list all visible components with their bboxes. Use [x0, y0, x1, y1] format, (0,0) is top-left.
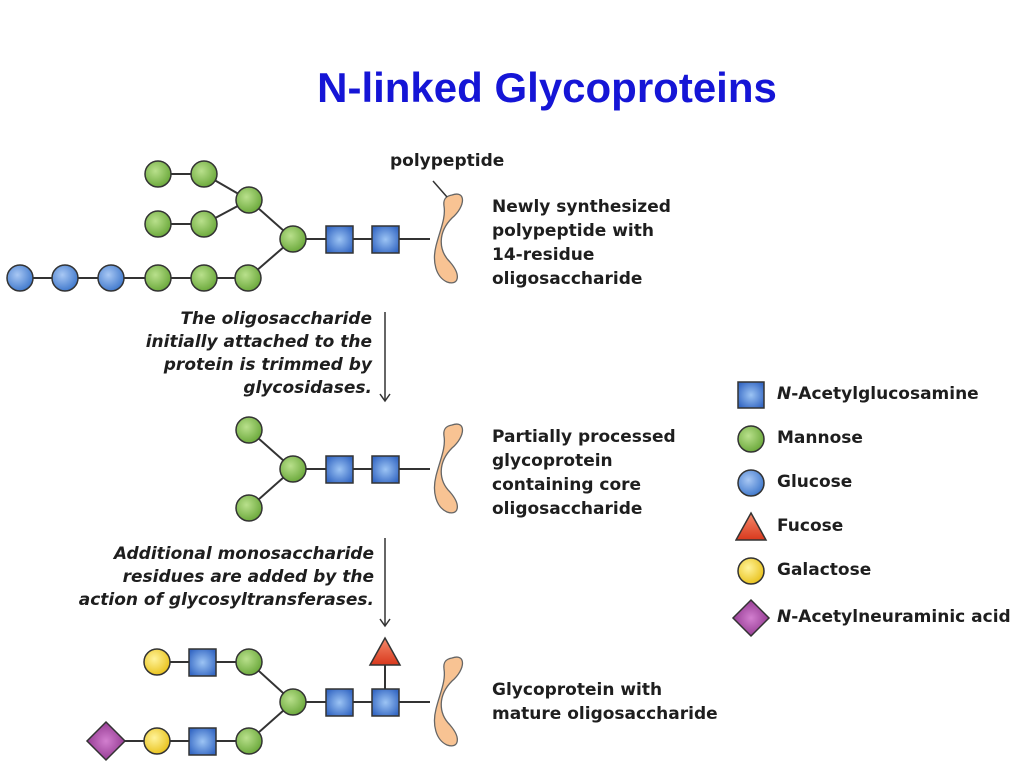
- glcnac-residue: [325, 225, 354, 254]
- legend-item-glcnac: N-Acetylglucosamine: [735, 378, 1024, 412]
- square-icon: [737, 381, 765, 409]
- glcnac-residue: [188, 648, 217, 677]
- glcnac-residue: [325, 455, 354, 484]
- polypeptide-shape: [433, 423, 464, 514]
- polypeptide-label: polypeptide: [390, 151, 505, 171]
- mannose-residue: [279, 225, 307, 253]
- add-note: Additional monosaccharide residues are a…: [78, 544, 374, 610]
- arrow-trim: [379, 312, 391, 403]
- mannose-residue: [234, 264, 262, 292]
- mannose-residue: [235, 416, 263, 444]
- triangle-icon: [735, 511, 768, 541]
- stage3-label: Glycoprotein with mature oligosaccharide: [492, 680, 718, 724]
- mannose-residue: [144, 210, 172, 238]
- mannose-residue: [144, 264, 172, 292]
- galactose-residue: [143, 648, 171, 676]
- glucose-residue: [97, 264, 125, 292]
- mannose-residue: [144, 160, 172, 188]
- trim-note: The oligosaccharide initially attached t…: [145, 309, 372, 398]
- legend-item-fucose: Fucose: [735, 510, 1024, 544]
- mannose-residue: [235, 648, 263, 676]
- glcnac-residue: [325, 688, 354, 717]
- mannose-residue: [190, 264, 218, 292]
- mannose-residue: [235, 186, 263, 214]
- galactose-residue: [143, 727, 171, 755]
- circle-icon: [737, 469, 765, 497]
- stage2-label: Partially processed glycoprotein contain…: [492, 427, 676, 519]
- neu5ac-residue: [85, 720, 127, 762]
- glcnac-residue: [371, 225, 400, 254]
- fucose-residue: [368, 636, 402, 666]
- circle-icon: [737, 425, 765, 453]
- mannose-residue: [235, 727, 263, 755]
- polypeptide-shape: [433, 193, 464, 284]
- legend-item-neu5ac: N-Acetylneuraminic acid: [731, 598, 1024, 638]
- glcnac-residue: [188, 727, 217, 756]
- mannose-residue: [190, 160, 218, 188]
- glcnac-residue: [371, 455, 400, 484]
- legend-item-glucose: Glucose: [735, 466, 1024, 500]
- mannose-residue: [235, 494, 263, 522]
- arrow-add: [379, 538, 391, 628]
- circle-icon: [737, 557, 765, 585]
- glcnac-residue: [371, 688, 400, 717]
- mannose-residue: [190, 210, 218, 238]
- legend-item-mannose: Mannose: [735, 422, 1024, 456]
- stage1-oligosaccharide: [20, 173, 430, 279]
- mannose-residue: [279, 688, 307, 716]
- page-title: N-linked Glycoproteins: [317, 64, 777, 111]
- stage1-label: Newly synthesized polypeptide with 14-re…: [492, 197, 671, 289]
- legend-item-galactose: Galactose: [735, 554, 1024, 588]
- glucose-residue: [51, 264, 79, 292]
- glucose-residue: [6, 264, 34, 292]
- polypeptide-shape: [433, 656, 464, 747]
- diamond-icon: [731, 598, 771, 638]
- mannose-residue: [279, 455, 307, 483]
